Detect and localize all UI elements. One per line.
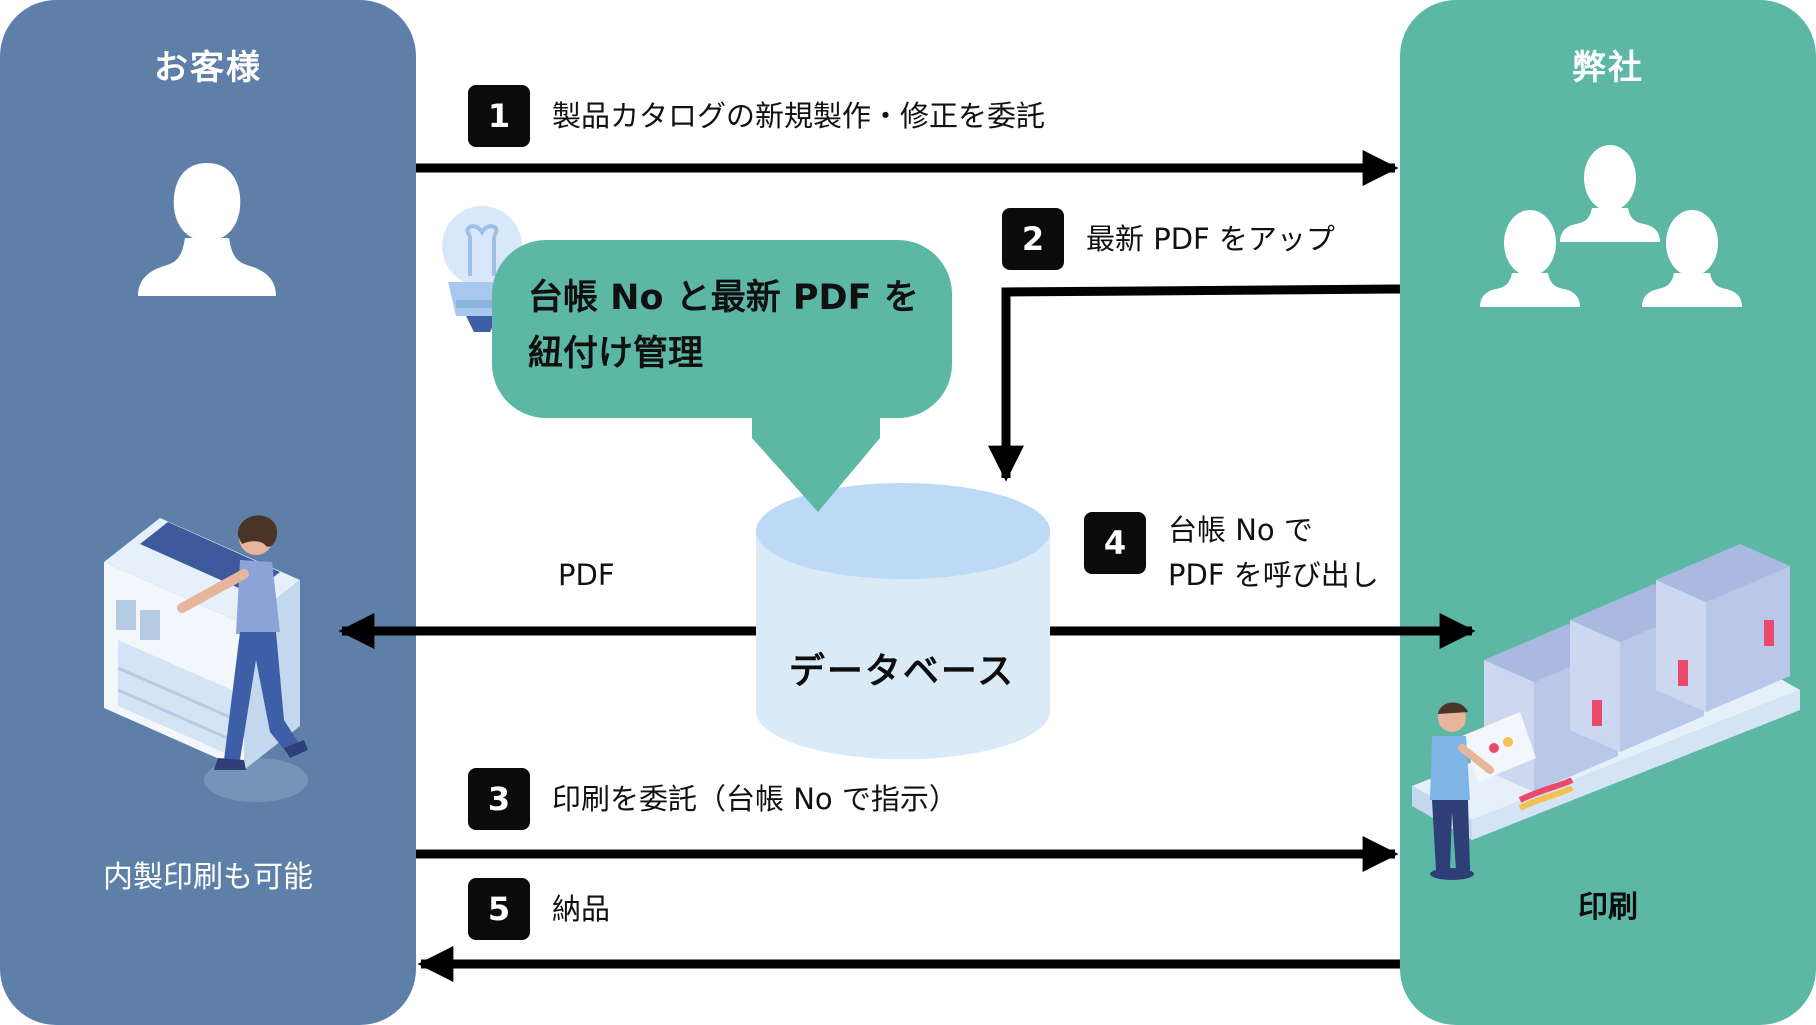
- database-cylinder: [756, 483, 1050, 760]
- step-label: 印刷を委託（台帳 No で指示）: [552, 781, 958, 816]
- company-title: 弊社: [1572, 48, 1644, 88]
- copier-operator-icon: [104, 515, 308, 802]
- printing-press-operator-icon: [1412, 544, 1800, 880]
- arrow-step-2: [988, 284, 1401, 482]
- step-number-badge: 5: [468, 878, 530, 940]
- step-number-badge: 4: [1084, 512, 1146, 574]
- team-icon: [1480, 145, 1742, 307]
- step-3: 3 印刷を委託（台帳 No で指示）: [468, 768, 958, 830]
- speech-bubble: 台帳 No と最新 PDF を 紐付け管理: [492, 240, 952, 418]
- company-caption: 印刷: [1578, 890, 1638, 925]
- step-label: 納品: [552, 891, 611, 926]
- step-number-badge: 3: [468, 768, 530, 830]
- customer-title: お客様: [154, 48, 262, 88]
- bubble-text: 台帳 No と最新 PDF を 紐付け管理: [528, 278, 919, 374]
- person-icon: [138, 163, 276, 296]
- step-1: 1 製品カタログの新規製作・修正を委託: [468, 85, 1045, 147]
- step-label: 最新 PDF をアップ: [1086, 221, 1335, 256]
- database-label: データベース: [788, 651, 1016, 692]
- step-2: 2 最新 PDF をアップ: [1002, 208, 1335, 270]
- pdf-label: PDF: [558, 558, 615, 592]
- customer-caption: 内製印刷も可能: [103, 860, 313, 895]
- step-4: 4 台帳 No で PDF を呼び出し: [1084, 512, 1379, 598]
- step-number-badge: 1: [468, 85, 530, 147]
- step-number-badge: 2: [1002, 208, 1064, 270]
- step-label: 製品カタログの新規製作・修正を委託: [552, 98, 1046, 133]
- step-5: 5 納品: [468, 878, 610, 940]
- step-label: 台帳 No で PDF を呼び出し: [1168, 513, 1379, 592]
- bubble-pointer: [752, 414, 880, 512]
